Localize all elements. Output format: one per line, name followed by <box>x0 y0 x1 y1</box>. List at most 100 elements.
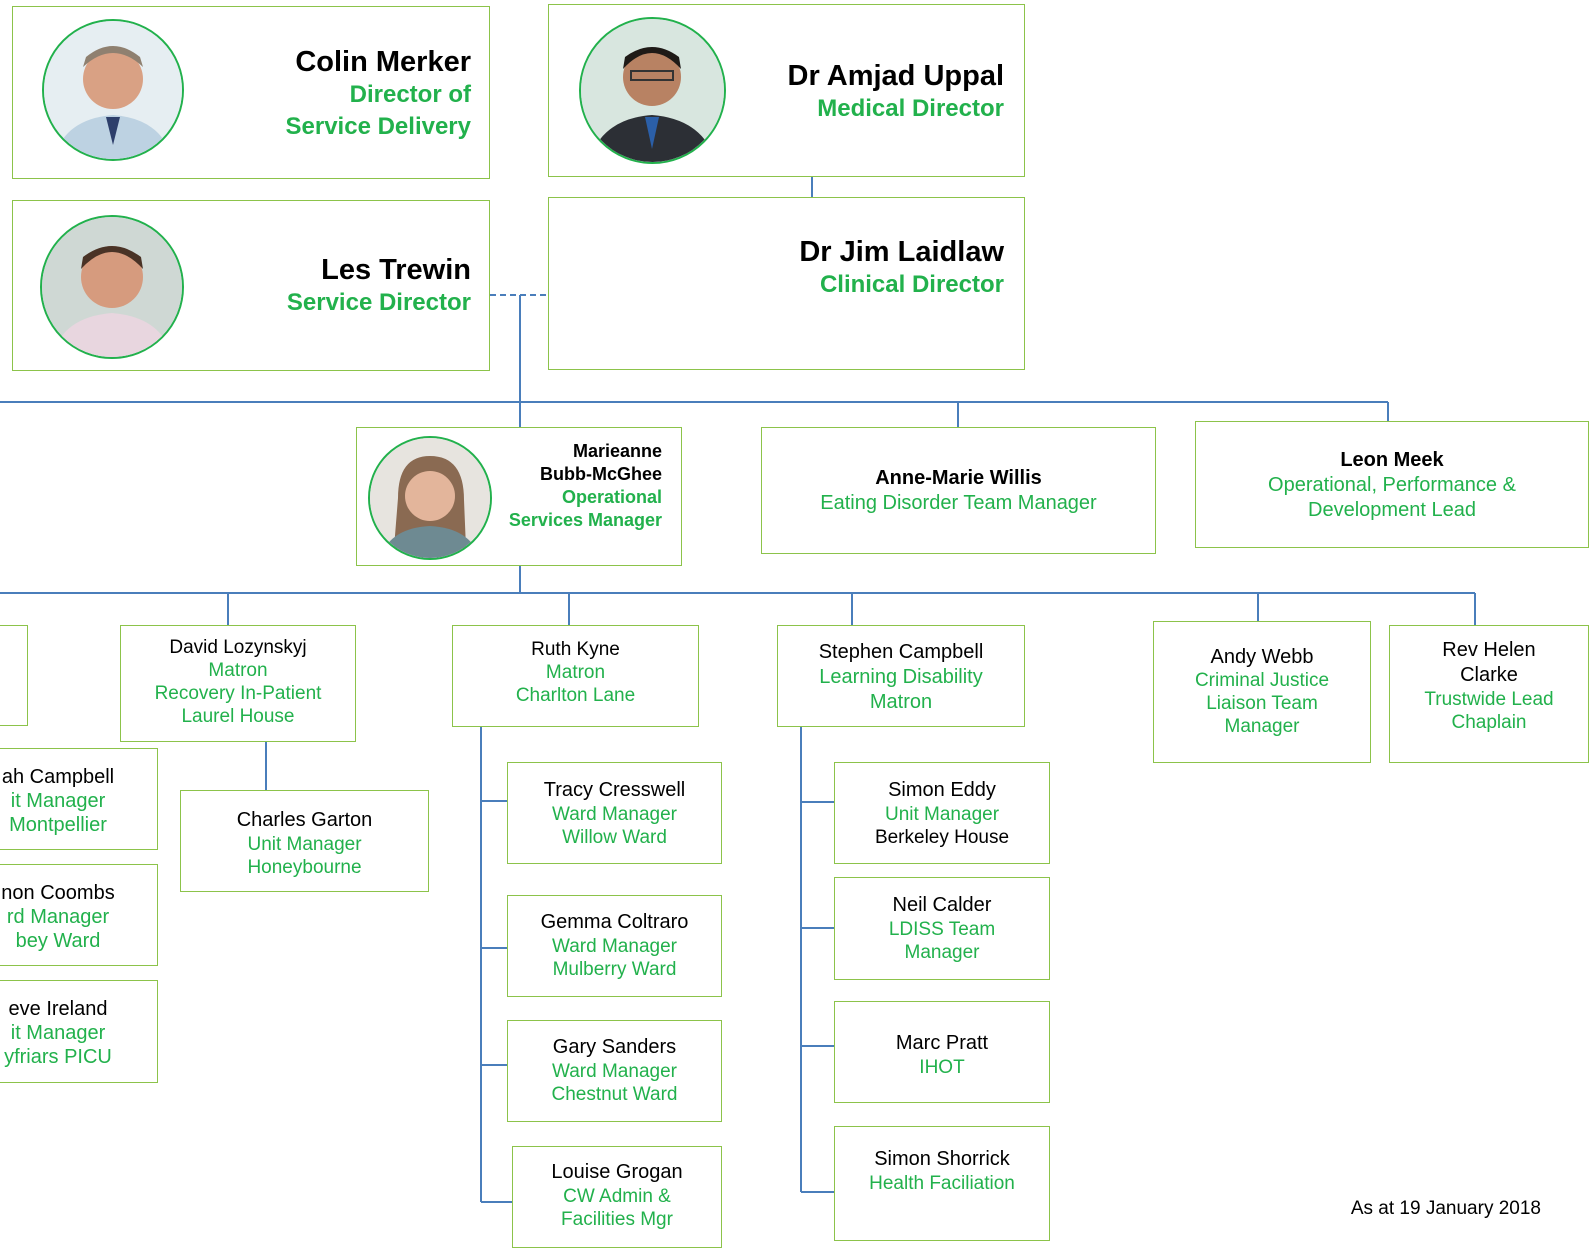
person-role-line1: Unit Manager <box>884 804 1000 825</box>
person-role-line2: Charlton Lane <box>515 685 636 706</box>
david-lozynskyj-card: David Lozynskyj Matron Recovery In-Patie… <box>120 625 356 742</box>
person-name: Dr Amjad Uppal <box>787 60 1004 92</box>
as-at-date: As at 19 January 2018 <box>1350 1198 1541 1219</box>
person-role-line2: Montpellier <box>9 814 107 836</box>
jim-laidlaw-text: Dr Jim Laidlaw Clinical Director <box>799 235 1004 301</box>
les-trewin-text: Les Trewin Service Director <box>287 253 471 319</box>
ireland-card: eve Ireland it Manager yfriars PICU <box>0 980 158 1083</box>
person-role-line1: Learning Disability <box>819 666 983 688</box>
person-role-line2: Chestnut Ward <box>551 1084 678 1105</box>
person-name: Ruth Kyne <box>531 639 620 660</box>
person-name: Stephen Campbell <box>818 641 984 663</box>
person-name: Gary Sanders <box>552 1036 677 1058</box>
person-role-line2: Services Manager <box>508 510 662 530</box>
person-name: Tracy Cresswell <box>543 779 686 801</box>
campbell-card: ah Campbell it Manager Montpellier <box>0 748 158 850</box>
person-role-line1: Matron <box>208 660 268 681</box>
marc-pratt-text: Marc Pratt IHOT <box>835 1031 1049 1079</box>
person-role-line1: Operational, Performance & <box>1268 474 1516 496</box>
person-name-line2: Bubb-McGhee <box>539 464 662 484</box>
person-role-line1: it Manager <box>10 790 106 812</box>
andy-webb-text: Andy Webb Criminal Justice Liaison Team … <box>1154 646 1370 738</box>
person-role-line3: Laurel House <box>181 706 295 727</box>
coombs-card: non Coombs rd Manager bey Ward <box>0 864 158 966</box>
person-name: Colin Merker <box>295 46 471 78</box>
person-name-line1: Rev Helen <box>1442 639 1536 661</box>
ruth-kyne-text: Ruth Kyne Matron Charlton Lane <box>453 638 698 707</box>
person-role-line2: Mulberry Ward <box>552 959 677 980</box>
helen-clarke-card: Rev Helen Clarke Trustwide Lead Chaplain <box>1389 625 1589 763</box>
person-role-line1: Criminal Justice <box>1194 670 1330 691</box>
person-name: Anne-Marie Willis <box>875 467 1042 489</box>
charles-garton-card: Charles Garton Unit Manager Honeybourne <box>180 790 429 892</box>
simon-shorrick-text: Simon Shorrick Health Faciliation <box>835 1147 1049 1195</box>
person-role-line2: Liaison Team <box>1206 693 1318 714</box>
person-role: Eating Disorder Team Manager <box>820 492 1097 514</box>
les-trewin-card: Les Trewin Service Director <box>12 200 490 371</box>
gary-sanders-card: Gary Sanders Ward Manager Chestnut Ward <box>507 1020 722 1122</box>
charles-garton-text: Charles Garton Unit Manager Honeybourne <box>181 808 428 879</box>
person-role-line1: Ward Manager <box>552 1061 677 1082</box>
marc-pratt-card: Marc Pratt IHOT <box>834 1001 1050 1103</box>
person-role: Medical Director <box>817 95 1004 122</box>
person-role-line2: Service Delivery <box>285 113 471 140</box>
person-role-line2: Honeybourne <box>247 857 362 878</box>
simon-eddy-card: Simon Eddy Unit Manager Berkeley House <box>834 762 1050 864</box>
tracy-cresswell-card: Tracy Cresswell Ward Manager Willow Ward <box>507 762 722 864</box>
clipped-staff-card <box>0 625 28 726</box>
person-role-line2: Facilities Mgr <box>561 1209 673 1230</box>
person-name: Simon Eddy <box>888 779 996 801</box>
person-name: ah Campbell <box>1 766 115 788</box>
neil-calder-text: Neil Calder LDISS Team Manager <box>835 893 1049 964</box>
person-name-line2: Clarke <box>1460 664 1518 686</box>
marieanne-photo <box>368 436 492 560</box>
tracy-cresswell-text: Tracy Cresswell Ward Manager Willow Ward <box>508 778 721 849</box>
person-name: David Lozynskyj <box>169 637 307 658</box>
gemma-coltraro-card: Gemma Coltraro Ward Manager Mulberry War… <box>507 895 722 997</box>
person-role-line2: Development Lead <box>1308 499 1476 521</box>
colin-merker-photo <box>42 19 184 161</box>
person-name: Leon Meek <box>1340 449 1444 471</box>
person-role-line1: LDISS Team <box>888 919 996 940</box>
marieanne-text: Marieanne Bubb-McGhee Operational Servic… <box>509 440 662 532</box>
ruth-kyne-card: Ruth Kyne Matron Charlton Lane <box>452 625 699 727</box>
simon-shorrick-card: Simon Shorrick Health Faciliation <box>834 1126 1050 1241</box>
les-trewin-photo <box>40 215 184 359</box>
jim-laidlaw-card: Dr Jim Laidlaw Clinical Director <box>548 197 1025 370</box>
louise-grogan-card: Louise Grogan CW Admin & Facilities Mgr <box>512 1146 722 1248</box>
neil-calder-card: Neil Calder LDISS Team Manager <box>834 877 1050 980</box>
ireland-text: eve Ireland it Manager yfriars PICU <box>0 997 157 1069</box>
gemma-coltraro-text: Gemma Coltraro Ward Manager Mulberry War… <box>508 910 721 981</box>
person-role-line1: Operational <box>561 487 662 507</box>
person-role-line1: IHOT <box>919 1057 965 1078</box>
gary-sanders-text: Gary Sanders Ward Manager Chestnut Ward <box>508 1035 721 1106</box>
person-role-line1: Ward Manager <box>552 936 677 957</box>
person-name: Simon Shorrick <box>874 1148 1010 1170</box>
person-role-line1: rd Manager <box>6 906 110 928</box>
person-role-line1: Matron <box>545 662 606 683</box>
person-role-line2: Berkeley House <box>874 827 1010 848</box>
person-name: eve Ireland <box>8 998 108 1020</box>
louise-grogan-text: Louise Grogan CW Admin & Facilities Mgr <box>513 1160 721 1231</box>
person-role-line1: CW Admin & <box>563 1186 671 1207</box>
person-role-line2: yfriars PICU <box>4 1046 112 1068</box>
amjad-uppal-photo <box>579 17 726 164</box>
leon-meek-card: Leon Meek Operational, Performance & Dev… <box>1195 421 1589 548</box>
campbell-text: ah Campbell it Manager Montpellier <box>0 765 157 837</box>
anne-marie-willis-text: Anne-Marie Willis Eating Disorder Team M… <box>762 466 1155 516</box>
person-name: Dr Jim Laidlaw <box>799 236 1004 268</box>
person-role: Clinical Director <box>819 271 1004 298</box>
amjad-uppal-text: Dr Amjad Uppal Medical Director <box>788 59 1004 125</box>
person-role-line2: Manager <box>904 942 980 963</box>
person-name: Charles Garton <box>236 809 373 831</box>
person-role-line1: Health Faciliation <box>869 1173 1015 1194</box>
leon-meek-text: Leon Meek Operational, Performance & Dev… <box>1196 448 1588 523</box>
colin-merker-text: Colin Merker Director of Service Deliver… <box>286 45 471 143</box>
david-lozynskyj-text: David Lozynskyj Matron Recovery In-Patie… <box>121 636 355 728</box>
person-role: Service Director <box>286 289 471 316</box>
stephen-campbell-text: Stephen Campbell Learning Disability Mat… <box>778 640 1024 715</box>
andy-webb-card: Andy Webb Criminal Justice Liaison Team … <box>1153 621 1371 763</box>
person-name: Marc Pratt <box>895 1032 989 1054</box>
person-name: Andy Webb <box>1210 646 1314 668</box>
